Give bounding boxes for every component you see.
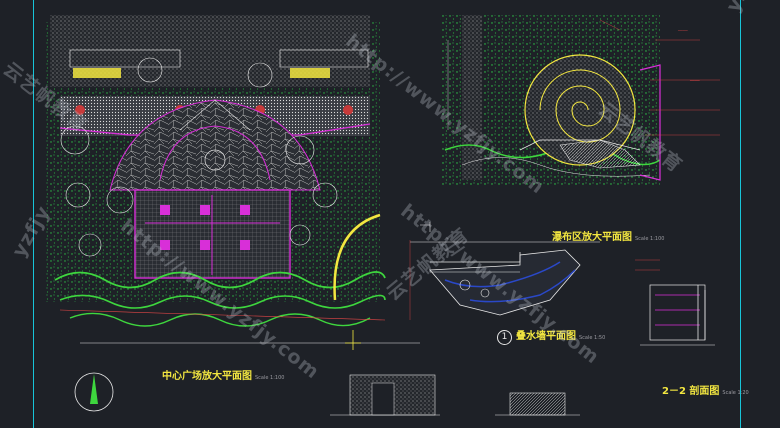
lower-elevation xyxy=(330,374,580,416)
section-scale: Scale 1:20 xyxy=(722,390,749,396)
water-wall-number: 1 xyxy=(497,330,512,345)
annotation-note: ──── xyxy=(678,28,688,33)
water-wall-plan xyxy=(409,222,600,320)
waterfall-plan xyxy=(440,15,720,185)
section-2-2 xyxy=(635,259,715,346)
water-wall-scale: Scale 1:50 xyxy=(579,335,606,341)
section-title-label: 2－2 剖面图 xyxy=(662,386,720,397)
waterfall-scale: Scale 1:100 xyxy=(635,236,665,242)
central-plaza-plan xyxy=(45,15,420,412)
right-frame-border xyxy=(740,0,741,428)
left-frame-border xyxy=(33,0,34,428)
water-wall-title-label: 叠水墙平面图 xyxy=(516,331,576,342)
central-plaza-scale: Scale 1:100 xyxy=(255,375,285,381)
central-plaza-title-label: 中心广场放大平面图 xyxy=(162,371,252,382)
annotation-note: ──── xyxy=(690,78,700,83)
waterfall-title-label: 瀑布区放大平面图 xyxy=(552,232,632,243)
